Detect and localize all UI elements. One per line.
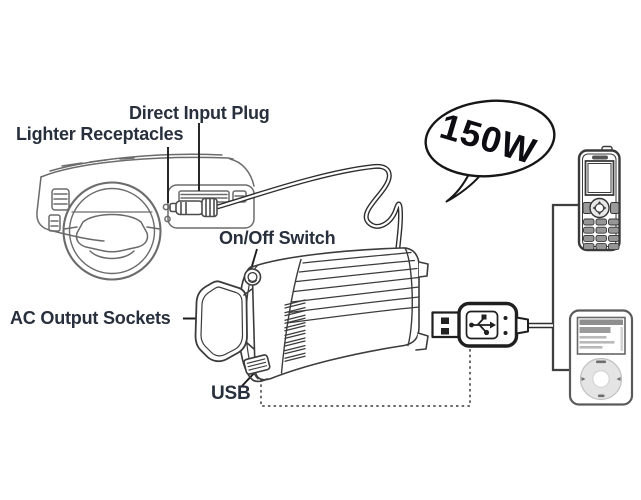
usb-trident-icon: [469, 314, 496, 336]
phone-screen: [584, 160, 615, 196]
label-usb: USB: [211, 383, 251, 404]
steering-wheel: [62, 181, 162, 281]
power-inverter-illustration: [194, 247, 429, 383]
label-lighter-receptacles: Lighter Receptacles: [16, 124, 184, 144]
speech-bubble: 150W: [424, 99, 556, 203]
label-on-off-switch: On/Off Switch: [219, 228, 336, 248]
mobile-phone-illustration: [577, 145, 621, 252]
media-player-illustration: [568, 309, 634, 406]
phone-keypad: [583, 218, 620, 251]
label-direct-input-plug: Direct Input Plug: [129, 103, 270, 123]
power-cable: [216, 163, 403, 253]
usb-connection-dotted-line: [260, 349, 471, 407]
direct-input-plug-illustration: [169, 197, 218, 218]
usb-plug-illustration: [431, 301, 529, 348]
ac-socket-cover: [194, 280, 248, 363]
inverter-vents: [284, 299, 306, 362]
lighter-receptacle: [162, 203, 170, 211]
devices-connector-line: [551, 203, 579, 372]
inverter-usb-port: [243, 354, 271, 375]
phone-earpiece: [592, 155, 608, 160]
label-ac-output-sockets: AC Output Sockets: [10, 308, 171, 328]
car-dashboard-illustration: [36, 153, 255, 281]
inverter-fins: [286, 251, 420, 324]
